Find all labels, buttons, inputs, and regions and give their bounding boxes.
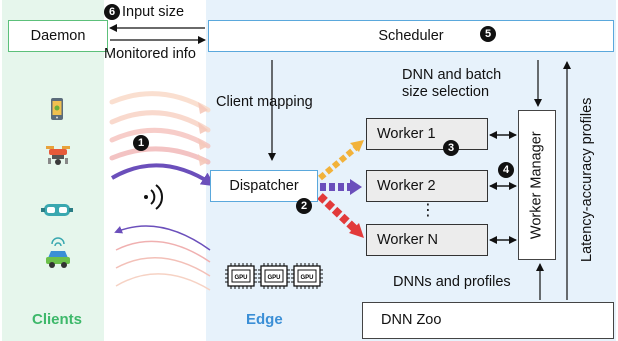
client-request-arrowheads	[198, 102, 208, 166]
dispatch-arrow-red	[317, 193, 364, 238]
gpu-chip-icon: GPU	[258, 263, 290, 289]
worker-2-box: Worker 2	[366, 170, 488, 202]
clients-panel	[2, 0, 104, 341]
dnns-and-profiles-label: DNNs and profiles	[393, 274, 511, 290]
vr-headset-icon	[41, 204, 73, 216]
latency-accuracy-profiles-label: Latency-accuracy profiles	[579, 97, 595, 262]
svg-text:GPU: GPU	[234, 275, 247, 281]
gpu-chip-icon: GPU	[291, 263, 323, 289]
input-size-label: Input size	[122, 4, 185, 20]
worker-manager-box: Worker Manager	[518, 110, 556, 260]
step-4-marker: 4	[498, 162, 514, 178]
step-6-marker: 6	[104, 4, 120, 20]
step-5-marker: 5	[480, 26, 496, 42]
smartphone-icon	[51, 98, 63, 120]
worker-1-label: Worker 1	[377, 125, 436, 142]
worker-1-box: Worker 1	[366, 118, 488, 150]
gpu-chip-icon: GPU	[225, 263, 257, 289]
scheduler-label: Scheduler	[378, 27, 444, 44]
daemon-label: Daemon	[30, 27, 86, 44]
step-2-marker: 2	[296, 198, 312, 214]
dnn-batch-label-line1: DNN and batch	[402, 67, 502, 83]
wireless-signal-icon	[144, 184, 163, 210]
worker-n-box: Worker N	[366, 224, 488, 256]
dnn-zoo-box: DNN Zoo	[362, 302, 614, 339]
clients-label: Clients	[32, 311, 83, 328]
client-request-curves	[109, 91, 211, 165]
step-3-marker: 3	[443, 140, 459, 156]
connected-car-icon	[46, 237, 70, 268]
dispatcher-label: Dispatcher	[229, 177, 299, 194]
worker-manager-label: Worker Manager	[528, 131, 545, 239]
edge-label: Edge	[246, 311, 283, 328]
svg-text:GPU: GPU	[267, 275, 280, 281]
dispatcher-box: Dispatcher	[210, 170, 318, 202]
daemon-box: Daemon	[8, 20, 108, 52]
active-request-curve	[110, 163, 216, 187]
dispatch-arrow-yellow	[318, 140, 364, 181]
client-response-curves	[114, 225, 211, 291]
monitored-info-label: Monitored info	[104, 46, 196, 62]
scheduler-box: Scheduler	[208, 20, 614, 52]
worker-n-label: Worker N	[377, 231, 438, 248]
client-mapping-label: Client mapping	[216, 94, 313, 110]
dispatch-arrow-purple	[320, 179, 362, 195]
worker-2-label: Worker 2	[377, 177, 436, 194]
workers-ellipsis: ⋮	[420, 202, 436, 219]
drone-icon	[46, 146, 70, 165]
step-1-marker: 1	[133, 135, 149, 151]
svg-text:GPU: GPU	[300, 275, 313, 281]
dnn-batch-label-line2: size selection	[402, 84, 490, 100]
dnn-zoo-label: DNN Zoo	[381, 312, 442, 329]
